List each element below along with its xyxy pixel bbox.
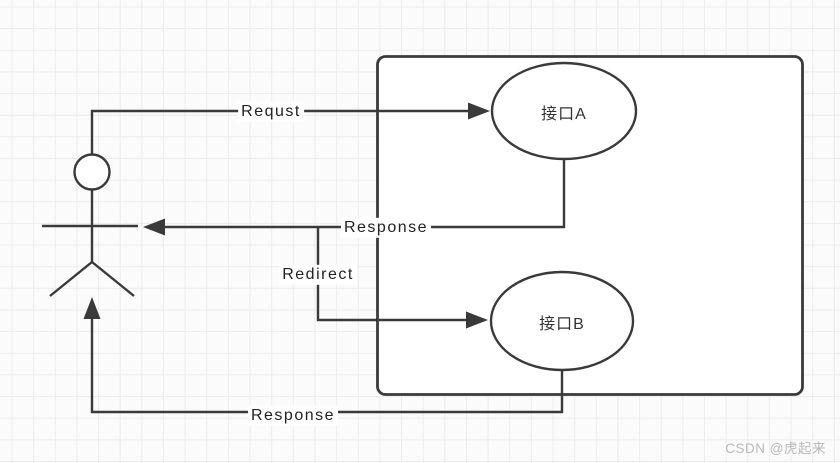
response-top-edge-label: Response — [340, 217, 432, 239]
redirect-arrowhead-icon — [466, 311, 488, 329]
node-interface-a-label: 接口A — [541, 106, 587, 123]
watermark-text: CSDN @虎起来 — [725, 441, 826, 456]
node-interface-b — [489, 270, 635, 372]
response-bottom-arrowhead-icon — [83, 297, 101, 319]
actor-head — [73, 153, 111, 191]
actor-legs — [49, 260, 135, 297]
redirect-edge-label: Redirect — [279, 264, 357, 286]
stick-figure-actor-icon — [42, 153, 138, 297]
node-interface-b-label: 接口B — [539, 316, 585, 333]
request-arrowhead-icon — [468, 102, 490, 120]
redirect-connector — [316, 227, 488, 329]
request-connector — [90, 102, 490, 155]
request-edge-label: Requst — [238, 101, 304, 123]
response-top-arrowhead-icon — [143, 218, 165, 236]
response-bottom-edge-label: Response — [247, 405, 339, 427]
response-top-connector — [143, 159, 566, 236]
